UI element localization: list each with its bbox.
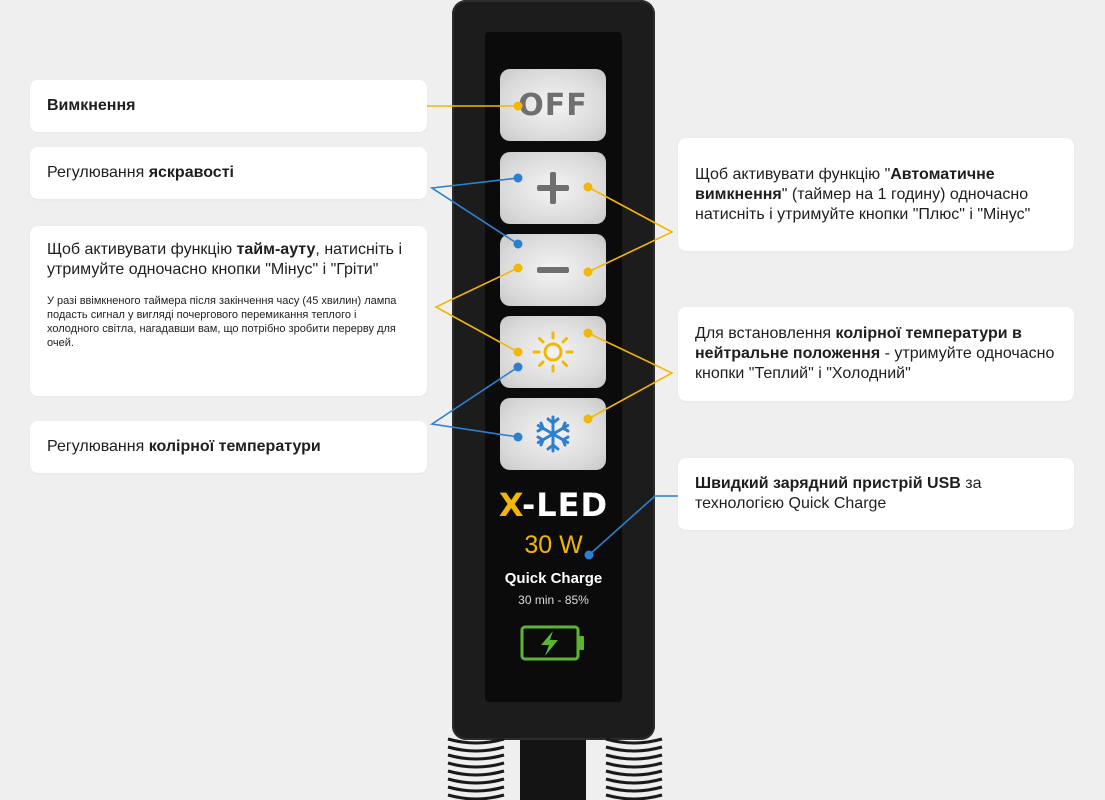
plus-button[interactable] [500, 152, 606, 224]
card-timeout-bold: тайм-ауту [236, 241, 316, 258]
brand-rest: -LED [521, 486, 609, 524]
card-usb-bold: Швидкий зарядний пристрій USB [695, 475, 961, 492]
cold-light-button[interactable] [500, 398, 606, 470]
card-neutral-pre: Для встановлення [695, 325, 836, 342]
card-neutral-bold: колірної температури в нейтральне положе… [695, 325, 1022, 362]
warm-light-button[interactable] [500, 316, 606, 388]
brand-logo: X-LED [485, 486, 622, 524]
card-neutral-post: - утримуйте одночасно кнопки "Теплий" і … [695, 345, 1055, 382]
minus-icon [537, 267, 569, 273]
minus-button[interactable] [500, 234, 606, 306]
card-timeout-pre: Щоб активувати функцію [47, 241, 237, 258]
charge-spec: 30 min - 85% [518, 593, 589, 607]
card-off-title: Вимкнення [47, 97, 136, 114]
card-timeout: Щоб активувати функцію тайм-ауту, натисн… [30, 226, 427, 396]
card-usb-post: за технологією Quick Charge [695, 475, 982, 512]
card-color-temp-bold: колірної температури [148, 438, 321, 455]
quick-charge-label: Quick Charge [504, 570, 603, 587]
cable-coil-left [447, 737, 505, 800]
off-button[interactable]: OFF [500, 69, 606, 141]
card-auto-off-pre: Щоб активувати функцію " [695, 165, 891, 183]
card-auto-off-bold: Автоматичне вимкнення [695, 165, 995, 203]
battery-charging-icon [520, 625, 584, 661]
card-auto-off-post: " (таймер на 1 годину) одночасно натисні… [695, 185, 1031, 223]
plus-icon [537, 172, 569, 204]
card-timeout-post: , натисніть і утримуйте одночасно кнопки… [47, 241, 403, 278]
card-off: Вимкнення [30, 80, 427, 132]
card-color-temp-text: Регулювання [47, 438, 149, 455]
card-neutral: Для встановлення колірної температури в … [678, 307, 1074, 401]
card-usb: Швидкий зарядний пристрій USB за техноло… [678, 458, 1074, 530]
power-rating: 30 W [524, 531, 583, 559]
lamp-stand [520, 740, 586, 800]
card-brightness-text: Регулювання [47, 164, 149, 181]
sun-icon [532, 331, 574, 373]
off-label: OFF [518, 87, 588, 123]
card-brightness-bold: яскравості [148, 164, 234, 181]
card-timeout-note: У разі ввімкненого таймера після закінче… [47, 295, 397, 349]
card-brightness: Регулювання яскравості [30, 147, 427, 199]
card-auto-off: Щоб активувати функцію "Автоматичне вимк… [678, 138, 1074, 251]
card-color-temp: Регулювання колірної температури [30, 421, 427, 473]
snowflake-icon [536, 415, 570, 453]
brand-x: X [498, 486, 522, 524]
cable-coil-right [605, 737, 663, 800]
